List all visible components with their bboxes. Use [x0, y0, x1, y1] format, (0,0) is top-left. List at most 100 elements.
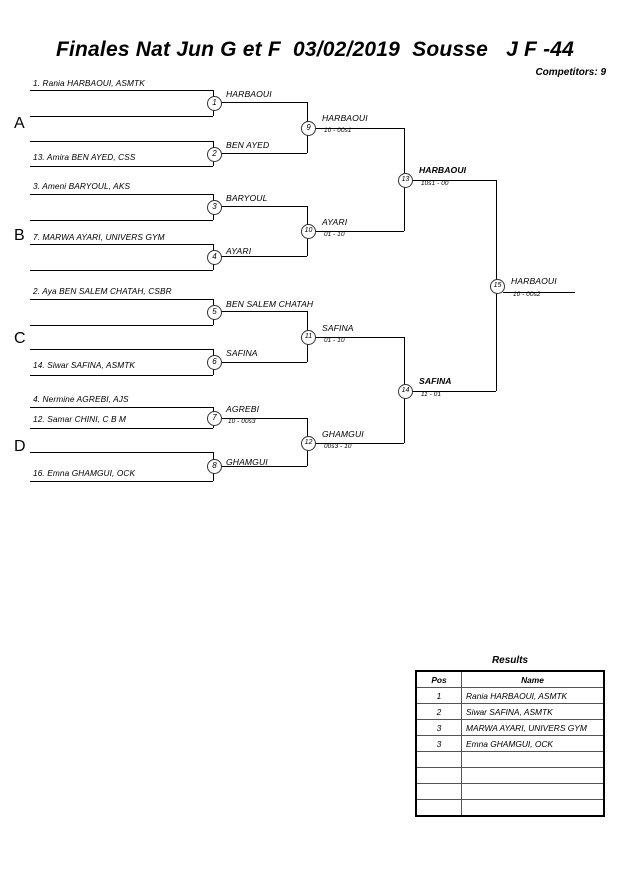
section-letter-b: B — [14, 227, 25, 244]
round1-line-6-bottom — [30, 375, 213, 376]
match-node-4[interactable]: 4 — [207, 250, 222, 265]
results-col-name: Name — [461, 670, 605, 688]
round1-line-3-top — [30, 194, 213, 195]
round1-entry-7-top: 4. Nermine AGREBI, AJS — [33, 394, 129, 404]
round1-entry-1-top: 1. Rania HARBAOUI, ASMTK — [33, 78, 145, 88]
final-line-top — [411, 180, 496, 181]
round1-line-1-top — [30, 90, 213, 91]
round1-line-5-bottom — [30, 325, 213, 326]
match-node-5[interactable]: 5 — [207, 305, 222, 320]
round1-entry-3-top: 3. Ameni BARYOUL, AKS — [33, 181, 131, 191]
semifinal-line-13-top — [314, 128, 404, 129]
results-panel: Results Pos Name 1 Rania HARBAOUI, ASMTK… — [415, 655, 605, 817]
result-pos — [415, 751, 462, 768]
results-header-row: Pos Name — [415, 670, 605, 688]
match-node-15[interactable]: 15 — [490, 279, 505, 294]
table-row — [415, 783, 605, 800]
results-table: Pos Name 1 Rania HARBAOUI, ASMTK 2 Siwar… — [415, 670, 605, 817]
round2-line-12-bottom — [220, 466, 307, 467]
round2-winner-12: GHAMGUI — [322, 429, 364, 439]
match-node-2[interactable]: 2 — [207, 147, 222, 162]
match-node-1[interactable]: 1 — [207, 96, 222, 111]
section-letter-c: C — [14, 330, 26, 347]
semifinal-score-13: 10s1 - 00 — [421, 180, 449, 187]
result-name: Emna GHAMGUI, OCK — [461, 735, 605, 752]
round2-score-10: 01 - 10 — [324, 231, 345, 238]
round1-winner-1: HARBAOUI — [226, 89, 272, 99]
match-node-6[interactable]: 6 — [207, 355, 222, 370]
final-line-bottom — [411, 391, 496, 392]
result-pos: 3 — [415, 735, 462, 752]
match-node-13[interactable]: 13 — [398, 173, 413, 188]
result-name: Rania HARBAOUI, ASMTK — [461, 687, 605, 704]
round1-entry-4-top: 7. MARWA AYARI, UNIVERS GYM — [33, 232, 165, 242]
round1-line-2-bottom — [30, 166, 213, 167]
table-row — [415, 767, 605, 784]
round2-line-10-bottom — [220, 256, 307, 257]
table-row — [415, 751, 605, 768]
page-title: Finales Nat Jun G et F 03/02/2019 Sousse… — [55, 38, 575, 61]
result-name — [461, 783, 605, 800]
round2-line-12-top — [220, 418, 307, 419]
round1-line-1-bottom — [30, 116, 213, 117]
match-node-10[interactable]: 10 — [301, 224, 316, 239]
round2-line-10-top — [220, 206, 307, 207]
match-node-8[interactable]: 8 — [207, 459, 222, 474]
round2-winner-11: SAFINA — [322, 323, 354, 333]
table-row: 3 Emna GHAMGUI, OCK — [415, 735, 605, 752]
round1-line-8-top — [30, 452, 213, 453]
round2-score-9: 10 - 00s1 — [324, 127, 352, 134]
results-col-pos: Pos — [415, 670, 462, 688]
round1-entry-7-bottom: 12. Samar CHINI, C B M — [33, 414, 127, 424]
section-letter-a: A — [14, 115, 25, 132]
round1-line-7-bottom — [30, 428, 213, 429]
round2-line-9-top — [220, 102, 307, 103]
round2-score-12: 00s3 - 10 — [324, 443, 352, 450]
competitors-count: Competitors: 9 — [535, 67, 606, 78]
round1-winner-2: BEN AYED — [226, 140, 270, 150]
result-name: MARWA AYARI, UNIVERS GYM — [461, 719, 605, 736]
semifinal-line-14-bottom — [314, 443, 404, 444]
round1-entry-6-bottom: 14. Siwar SAFINA, ASMTK — [33, 360, 136, 370]
round2-winner-9: HARBAOUI — [322, 113, 368, 123]
result-name — [461, 751, 605, 768]
round1-line-6-top — [30, 349, 213, 350]
semifinal-score-14: 11 - 01 — [421, 391, 442, 398]
semifinal-line-13-bottom — [314, 231, 404, 232]
match-node-9[interactable]: 9 — [301, 121, 316, 136]
result-pos: 2 — [415, 703, 462, 720]
match-node-11[interactable]: 11 — [301, 330, 316, 345]
round2-line-9-bottom — [220, 153, 307, 154]
round1-winner-8: GHAMGUI — [226, 457, 268, 467]
round1-entry-8-bottom: 16. Emna GHAMGUI, OCK — [33, 468, 136, 478]
result-name — [461, 799, 605, 817]
final-winner: HARBAOUI — [511, 276, 557, 286]
round1-line-7-top — [30, 407, 213, 408]
round1-winner-3: BARYOUL — [226, 193, 268, 203]
result-name: Siwar SAFINA, ASMTK — [461, 703, 605, 720]
result-pos: 3 — [415, 719, 462, 736]
semifinal-line-14-top — [314, 337, 404, 338]
champion-line — [503, 292, 575, 293]
result-pos — [415, 767, 462, 784]
round1-winner-7: AGREBI — [226, 404, 260, 414]
match-node-7[interactable]: 7 — [207, 411, 222, 426]
round1-entry-2-bottom: 13. Amira BEN AYED, CSS — [33, 152, 136, 162]
table-row: 2 Siwar SAFINA, ASMTK — [415, 703, 605, 720]
round2-line-11-bottom — [220, 362, 307, 363]
match-node-12[interactable]: 12 — [301, 436, 316, 451]
match-node-14[interactable]: 14 — [398, 384, 413, 399]
round2-score-11: 01 - 10 — [324, 337, 345, 344]
round1-line-8-bottom — [30, 481, 213, 482]
round1-line-2-top — [30, 141, 213, 142]
match-node-3[interactable]: 3 — [207, 200, 222, 215]
result-pos — [415, 783, 462, 800]
round1-winner-6: SAFINA — [226, 348, 258, 358]
table-row — [415, 799, 605, 817]
round2-winner-10: AYARI — [322, 217, 348, 227]
result-pos: 1 — [415, 687, 462, 704]
section-letter-d: D — [14, 438, 26, 455]
final-score: 10 - 00s2 — [513, 291, 541, 298]
result-name — [461, 767, 605, 784]
